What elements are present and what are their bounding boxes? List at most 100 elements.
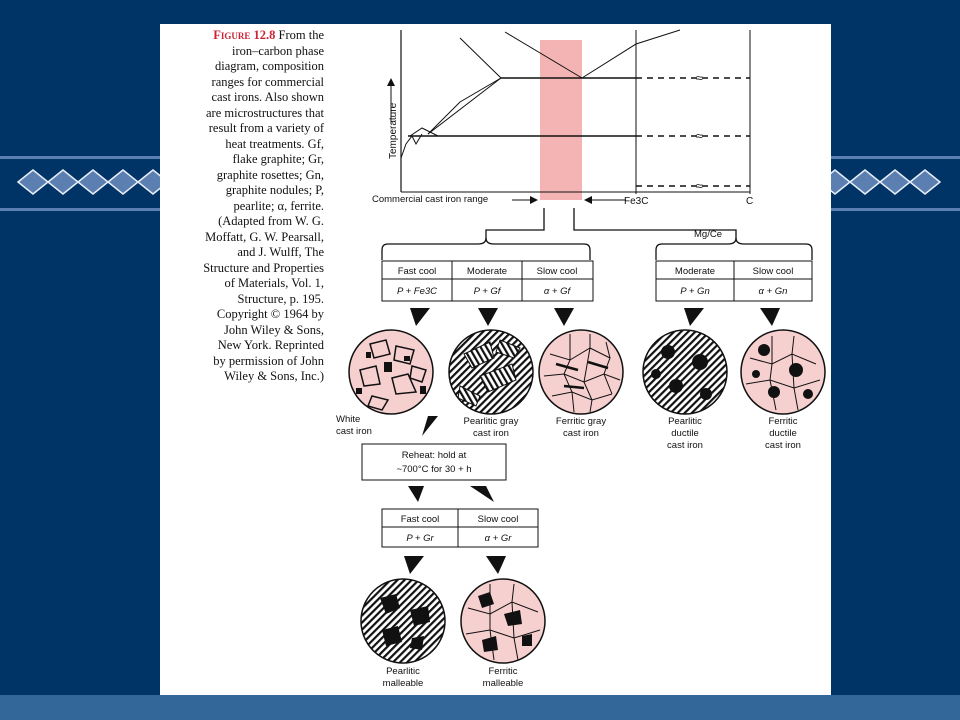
caption-line: diagram, composition xyxy=(214,59,324,73)
bottom-cooling-table xyxy=(381,508,539,548)
caption-line: (Adapted from W. G. xyxy=(218,214,324,228)
label-pearlitic-malleable: Pearlitic xyxy=(386,666,420,677)
micrograph-pearlitic-ductile xyxy=(642,329,728,415)
reheat-arrow-icon xyxy=(422,416,438,436)
caption-line: are microstructures that xyxy=(205,105,324,120)
solvus-line xyxy=(427,77,502,135)
reheat-box xyxy=(361,443,507,481)
diamond-row-left-icon xyxy=(16,169,170,195)
cast-iron-diagram: Temperature ≈ ≈ ≈ Commercial cast iron r… xyxy=(336,29,826,689)
label-pearlitic-ductile: cast iron xyxy=(667,440,703,451)
footer-band xyxy=(0,695,960,720)
break-mark: ≈ xyxy=(696,179,703,193)
micrograph-ferritic-malleable xyxy=(460,578,546,664)
caption-line: New York. Reprinted xyxy=(217,338,324,352)
caption-line: by permission of John xyxy=(213,353,324,368)
bottom-header-fast: Fast cool xyxy=(401,514,440,525)
label-pearlitic-malleable: malleable xyxy=(383,678,424,689)
caption-line: cast irons. Also shown xyxy=(211,90,325,104)
arrow-down-icon xyxy=(684,308,704,326)
liquidus-left xyxy=(427,77,502,135)
micrograph-pearlitic-malleable xyxy=(360,578,446,664)
label-pearlitic-ductile: ductile xyxy=(671,428,698,439)
label-white-cast-iron: cast iron xyxy=(336,426,372,437)
arrow-down-icon xyxy=(760,308,780,326)
diamond-row-right-icon xyxy=(818,169,942,195)
right-header-moderate: Moderate xyxy=(675,266,715,277)
caption-line: Structure and Properties xyxy=(203,260,324,275)
caption-line: flake graphite; Gr, xyxy=(232,152,324,166)
break-mark: ≈ xyxy=(696,71,703,85)
temperature-label: Temperature xyxy=(388,102,399,159)
bottom-header-slow: Slow cool xyxy=(478,514,519,525)
caption-line: and J. Wulff, The xyxy=(237,245,324,259)
acm-line xyxy=(409,127,439,137)
caption-line: graphite rosettes; Gn, xyxy=(216,167,324,182)
reheat-line-1: Reheat: hold at xyxy=(402,450,467,461)
arrow-down-icon xyxy=(470,486,494,502)
arrows-row1 xyxy=(410,308,780,326)
right-brace xyxy=(655,237,813,260)
left-header-slow: Slow cool xyxy=(537,266,578,277)
figure-caption: Figure 12.8 From the iron–carbon phase d… xyxy=(164,28,324,385)
right-range-tick xyxy=(573,208,737,240)
caption-line: heat treatments. Gf, xyxy=(225,136,324,151)
commercial-range-label: Commercial cast iron range xyxy=(372,194,488,205)
caption-line: iron–carbon phase xyxy=(232,43,324,58)
caption-line: ranges for commercial xyxy=(211,74,324,89)
arrow-down-icon xyxy=(486,556,506,574)
liquidus-right xyxy=(504,31,583,79)
arrow-down-icon xyxy=(404,556,424,574)
additive-label: Mg/Ce xyxy=(694,229,722,240)
delta-region xyxy=(400,133,423,159)
bottom-value-slow: α + Gr xyxy=(485,533,513,544)
caption-line: Wiley & Sons, Inc.) xyxy=(224,369,324,383)
label-white-cast-iron: White xyxy=(336,414,360,425)
left-range-tick xyxy=(485,208,545,240)
left-value-moderate: P + Gf xyxy=(474,286,502,297)
caption-line: Structure, p. 195. xyxy=(237,291,324,306)
caption-line: From the xyxy=(278,28,324,42)
caption-line: Copyright © 1964 by xyxy=(216,307,324,321)
figure-label: Figure xyxy=(213,28,251,42)
micrograph-pearlitic-gray xyxy=(448,329,534,415)
figure-number: 12.8 xyxy=(253,28,276,42)
label-ferritic-gray: Ferritic gray xyxy=(556,416,606,427)
arrow-down-icon xyxy=(554,308,574,326)
label-ferritic-ductile: Ferritic xyxy=(768,416,797,427)
label-ferritic-malleable: malleable xyxy=(483,678,524,689)
break-mark: ≈ xyxy=(696,129,703,143)
caption-line: pearlite; α, ferrite. xyxy=(233,198,324,213)
caption-line: graphite nodules; P, xyxy=(225,183,324,197)
fe3c-label: Fe3C xyxy=(624,196,648,207)
caption-line: of Materials, Vol. 1, xyxy=(224,276,324,290)
branch-connectors xyxy=(381,208,813,260)
arrow-down-icon xyxy=(478,308,498,326)
bottom-value-fast: P + Gr xyxy=(406,533,434,544)
arrow-down-icon xyxy=(408,486,424,502)
right-value-slow: α + Gn xyxy=(759,286,788,297)
composition-range-band xyxy=(540,40,582,200)
cementite-liquidus xyxy=(581,29,681,79)
left-brace xyxy=(381,237,591,260)
left-value-slow: α + Gf xyxy=(544,286,572,297)
carbon-label: C xyxy=(746,196,753,207)
right-header-slow: Slow cool xyxy=(753,266,794,277)
caption-line: result from a variety of xyxy=(208,121,324,135)
label-pearlitic-gray: cast iron xyxy=(473,428,509,439)
left-cooling-table xyxy=(381,260,594,302)
micrograph-white-cast-iron xyxy=(348,329,434,415)
figure-panel: Figure 12.8 From the iron–carbon phase d… xyxy=(160,24,831,695)
reheat-line-2: ~700°C for 30 + h xyxy=(396,464,471,475)
arrow-down-icon xyxy=(410,308,430,326)
label-ferritic-ductile: ductile xyxy=(769,428,796,439)
micrograph-ferritic-ductile xyxy=(740,329,826,415)
label-ferritic-gray: cast iron xyxy=(563,428,599,439)
right-cooling-table xyxy=(655,260,813,302)
caption-line: John Wiley & Sons, xyxy=(224,322,324,337)
left-value-fast: P + Fe3C xyxy=(397,286,437,297)
label-pearlitic-gray: Pearlitic gray xyxy=(464,416,519,427)
label-ferritic-ductile: cast iron xyxy=(765,440,801,451)
liquidus-upper xyxy=(459,37,540,79)
